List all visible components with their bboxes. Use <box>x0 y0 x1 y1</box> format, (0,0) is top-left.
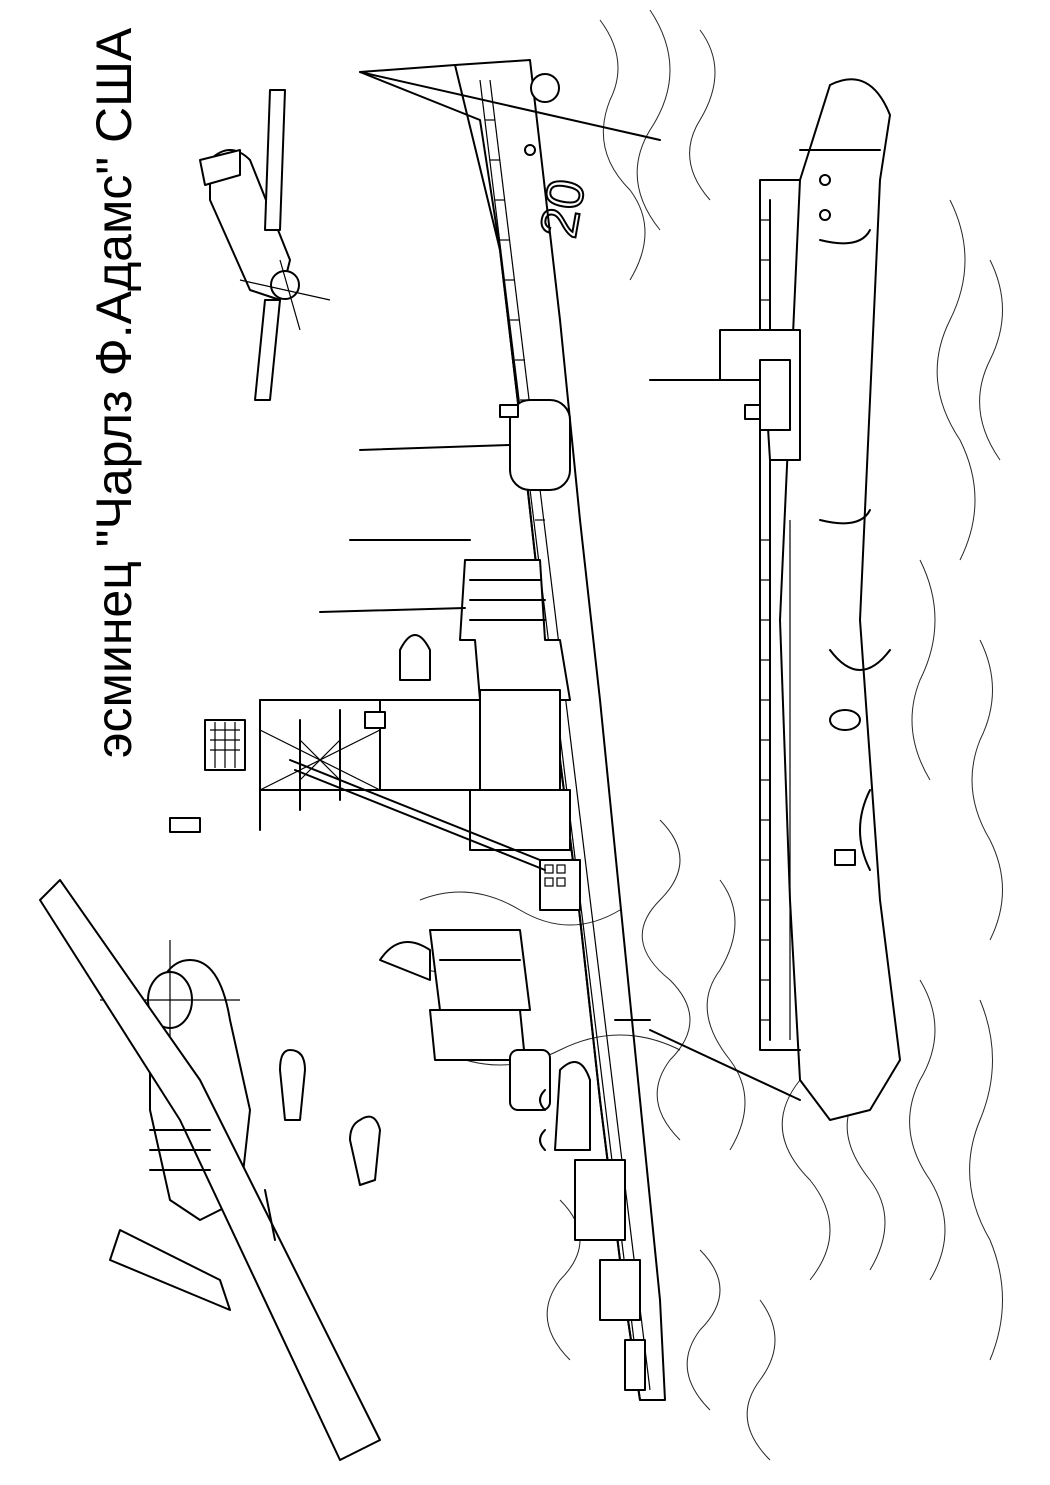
ship-funnels <box>379 929 531 1061</box>
forward-turret <box>359 399 571 491</box>
bridge-superstructure <box>319 539 581 911</box>
forward-mast <box>169 699 546 871</box>
submarine <box>649 78 901 1121</box>
hull-number: 20 <box>530 175 597 242</box>
fighter-aircraft-small <box>199 89 331 401</box>
aft-superstructure <box>509 1019 651 1391</box>
falling-bombs <box>279 1049 381 1186</box>
fighter-aircraft-large <box>39 879 381 1461</box>
